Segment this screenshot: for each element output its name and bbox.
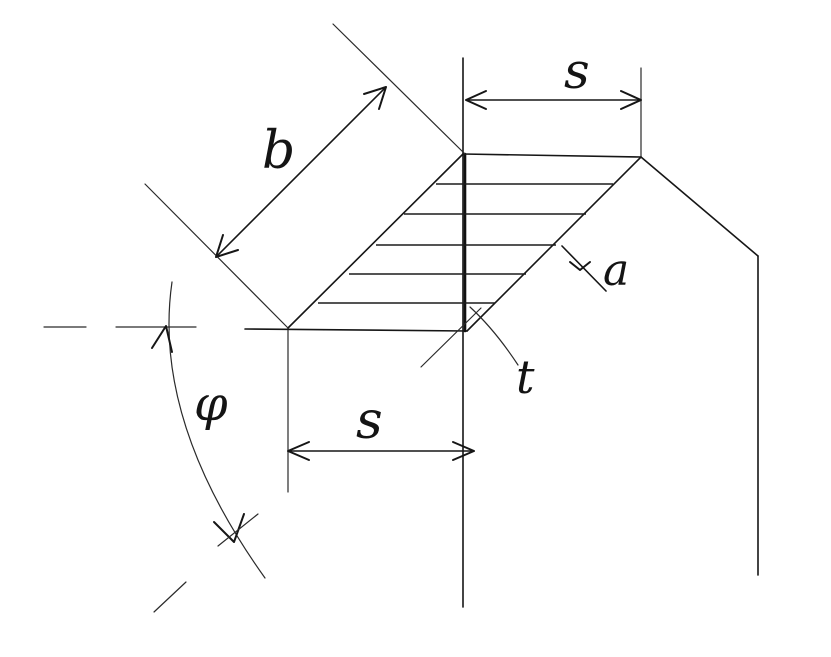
angle-arc-phi (168, 281, 266, 579)
extension-line-a (420, 307, 482, 368)
label-phi: φ (194, 376, 228, 432)
weld-hatching (318, 183, 613, 304)
weld-right-face (466, 156, 642, 332)
weld-left-face (287, 153, 464, 329)
angle-phi: φ (43, 281, 266, 613)
dimension-a: a (420, 245, 629, 368)
leader-t: t (469, 306, 535, 404)
arrowhead-b-top (363, 86, 387, 110)
angle-reference-dash (153, 581, 187, 613)
angle-tick-phi (217, 513, 259, 547)
label-b: b (262, 121, 295, 181)
dimension-s-bottom: s (287, 329, 475, 493)
label-s-top: s (564, 42, 590, 100)
plate-top-edge (462, 153, 642, 158)
weld-bottom-edge (244, 328, 468, 332)
extension-line-b-upper (332, 23, 466, 155)
label-t: t (516, 350, 535, 404)
arrowhead-s-top-left (465, 90, 487, 110)
vertical-plate (462, 57, 759, 608)
label-a: a (603, 245, 629, 296)
arrowhead-s-bottom-right (452, 441, 475, 461)
dimension-line-a (561, 245, 607, 292)
label-s-bottom: s (356, 391, 383, 451)
arrowhead-s-bottom-left (287, 441, 310, 461)
arrowhead-b-bottom (215, 234, 239, 258)
dimension-line-b (215, 86, 387, 258)
arrowhead-phi-top (151, 325, 173, 353)
arrowhead-a (569, 261, 591, 271)
dimension-s-top: s (465, 42, 642, 110)
dimension-b: b (144, 23, 466, 329)
leader-line-t (469, 306, 519, 366)
arrowhead-phi-bottom (213, 513, 245, 543)
arrowhead-s-top-right (620, 90, 642, 110)
plate-bevel-edge (640, 156, 759, 257)
weld-section (244, 152, 642, 333)
